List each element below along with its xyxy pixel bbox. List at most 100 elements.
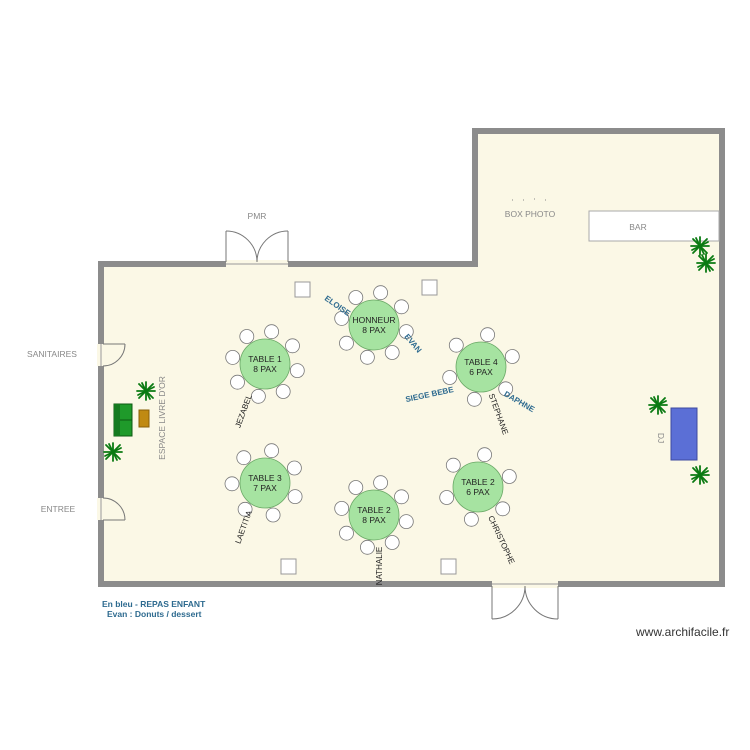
chair	[275, 384, 291, 399]
round-table-table1: TABLE 18 PAX	[225, 324, 305, 404]
chair	[394, 299, 409, 315]
table-top	[348, 489, 400, 541]
guest-label-nathalie: NATHALIE	[375, 547, 384, 586]
chair	[264, 443, 280, 459]
chair	[504, 349, 520, 364]
chair	[477, 447, 493, 463]
dj-label: DJ	[656, 433, 666, 443]
sanitaires-label: SANITAIRES	[27, 349, 77, 359]
chair	[445, 457, 461, 473]
round-table-table3: TABLE 37 PAX	[224, 443, 303, 523]
plant-icon	[136, 381, 156, 401]
chair	[384, 345, 400, 360]
chair	[384, 535, 400, 550]
chair	[348, 290, 364, 305]
chair	[501, 469, 517, 484]
plant-icon	[696, 253, 716, 273]
box-photo-label: BOX PHOTO	[505, 209, 556, 219]
table-capacity: 8 PAX	[253, 364, 277, 374]
chair	[224, 476, 240, 492]
legend-line-evan: Evan : Donuts / dessert	[107, 609, 202, 619]
plant-icon	[690, 236, 710, 256]
chair	[348, 480, 364, 495]
chair	[463, 511, 479, 527]
chair	[287, 489, 303, 505]
dj-booth	[670, 407, 698, 461]
pmr-door[interactable]	[225, 230, 289, 265]
chair	[237, 501, 253, 517]
pillar	[421, 279, 438, 296]
table-name: TABLE 2	[461, 477, 495, 487]
chair	[264, 324, 280, 340]
pillar	[440, 558, 457, 575]
chair	[289, 363, 305, 379]
chair	[236, 450, 252, 466]
table-name: TABLE 2	[357, 505, 391, 515]
round-table-table2b: TABLE 26 PAX	[439, 447, 517, 527]
chair	[373, 475, 389, 491]
table-capacity: 7 PAX	[253, 483, 277, 493]
chair	[359, 349, 375, 365]
chair	[334, 310, 350, 326]
round-table-table2a: TABLE 28 PAX	[334, 475, 414, 555]
chair	[466, 391, 482, 407]
table-name: TABLE 1	[248, 354, 282, 364]
table-name: TABLE 3	[248, 473, 282, 483]
entree-door[interactable]	[100, 497, 126, 521]
small-table	[138, 409, 150, 428]
bottom-door[interactable]	[491, 583, 559, 620]
round-table-table4: TABLE 46 PAX	[442, 327, 520, 407]
chair	[439, 490, 455, 505]
chair	[339, 525, 354, 541]
pillar	[280, 558, 297, 575]
chair	[250, 388, 266, 404]
plant-icon	[103, 442, 123, 462]
table-capacity: 6 PAX	[469, 367, 493, 377]
chair	[230, 374, 245, 390]
pmr-label: PMR	[248, 211, 267, 221]
table-top	[452, 461, 504, 513]
table-capacity: 8 PAX	[362, 325, 386, 335]
chair	[339, 335, 354, 351]
chair	[265, 507, 281, 523]
chair	[239, 329, 255, 344]
table-top	[348, 299, 400, 351]
watermark: www.archifacile.fr	[636, 625, 730, 639]
legend-line-child-meals: En bleu - REPAS ENFANT	[102, 599, 206, 609]
espace-livre-dor-label: ESPACE LIVRE D'OR	[157, 376, 167, 460]
table-top	[239, 457, 291, 509]
chair	[442, 370, 458, 385]
chair	[359, 539, 375, 555]
table-name: TABLE 4	[464, 357, 498, 367]
table-capacity: 8 PAX	[362, 515, 386, 525]
box-photo-marks	[512, 198, 546, 201]
table-top	[455, 341, 507, 393]
chair	[480, 327, 496, 343]
entree-label: ENTREE	[41, 504, 76, 514]
pillar	[294, 281, 311, 298]
chair	[334, 500, 350, 516]
chair	[286, 460, 302, 476]
pillars	[280, 279, 457, 575]
chair	[495, 501, 511, 517]
floor-area	[98, 128, 725, 587]
table-name: HONNEUR	[353, 315, 396, 325]
sanitaires-door[interactable]	[100, 343, 126, 367]
chair	[398, 514, 414, 529]
livre-dor-furniture	[113, 403, 150, 437]
chair	[398, 324, 414, 340]
chair	[394, 489, 409, 505]
chair	[373, 285, 389, 301]
bar-counter	[588, 210, 720, 242]
legend: En bleu - REPAS ENFANT Evan : Donuts / d…	[102, 599, 205, 619]
armchair-back	[114, 404, 120, 436]
chair	[448, 337, 464, 353]
bar-label: BAR	[629, 222, 646, 232]
chair	[225, 349, 241, 365]
chair	[498, 381, 514, 397]
plant-icon	[648, 395, 668, 415]
table-capacity: 6 PAX	[466, 487, 490, 497]
